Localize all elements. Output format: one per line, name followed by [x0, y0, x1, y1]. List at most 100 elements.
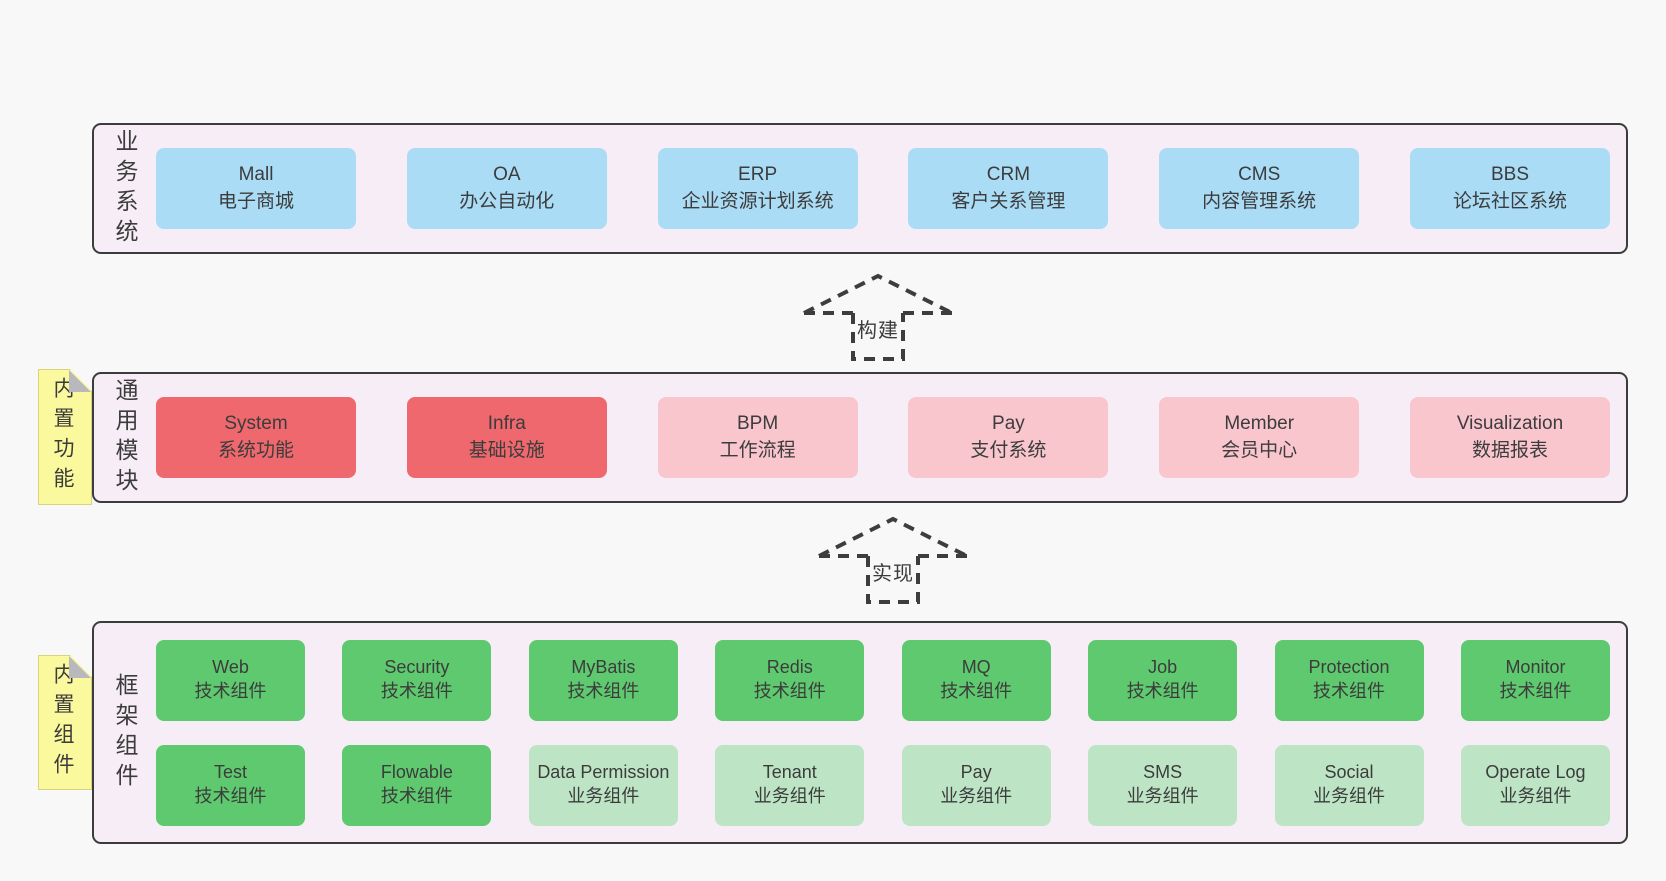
- box-title: Flowable: [380, 762, 453, 783]
- box-subtitle: 技术组件: [1313, 681, 1386, 701]
- box-title: CMS: [1238, 164, 1281, 186]
- box-title: Security: [384, 657, 450, 678]
- box-title: CRM: [986, 164, 1031, 186]
- box-title: Social: [1324, 762, 1374, 783]
- box-protection: Protection 技术组件: [1274, 639, 1424, 721]
- box-pay: Pay 支付系统: [908, 397, 1109, 478]
- box-pay: Pay 业务组件: [901, 744, 1051, 826]
- box-subtitle: 业务组件: [940, 786, 1013, 806]
- tier-business-systems: 业务系统 Mall 电子商城 OA 办公自动化 ERP 企业资源计划系统 CRM 客户关系管理…: [92, 123, 1628, 254]
- box-subtitle: 数据报表: [1471, 439, 1548, 461]
- module-row: Mall 电子商城 OA 办公自动化 ERP 企业资源计划系统 CRM 客户关系管理 CMS 内容…: [156, 148, 1610, 229]
- box-title: Operate Log: [1485, 762, 1586, 783]
- box-tenant: Tenant 业务组件: [715, 744, 865, 826]
- box-title: BPM: [737, 413, 779, 435]
- box-mybatis: MyBatis 技术组件: [528, 639, 678, 721]
- box-title: Job: [1148, 657, 1178, 678]
- box-title: Mall: [238, 164, 274, 186]
- folded-corner-icon: [69, 370, 91, 392]
- box-visualization: Visualization 数据报表: [1409, 397, 1610, 478]
- box-social: Social 业务组件: [1274, 744, 1424, 826]
- arrow-label: 实现: [870, 557, 916, 586]
- box-subtitle: 系统功能: [217, 439, 294, 461]
- box-title: Pay: [992, 413, 1025, 435]
- box-title: Web: [212, 657, 249, 678]
- box-title: Infra: [487, 413, 526, 435]
- box-title: Protection: [1308, 657, 1390, 678]
- sticky-note-builtin-components: 内置组件: [38, 655, 92, 790]
- box-subtitle: 支付系统: [970, 439, 1047, 461]
- box-subtitle: 技术组件: [753, 681, 826, 701]
- box-subtitle: 工作流程: [719, 439, 796, 461]
- box-erp: ERP 企业资源计划系统: [657, 148, 858, 229]
- box-title: Tenant: [762, 762, 817, 783]
- box-subtitle: 客户关系管理: [951, 190, 1066, 212]
- box-cms: CMS 内容管理系统: [1159, 148, 1360, 229]
- box-web: Web 技术组件: [156, 639, 305, 721]
- box-redis: Redis 技术组件: [715, 639, 865, 721]
- box-title: ERP: [738, 164, 778, 186]
- tier-label-business-systems: 业务系统: [112, 128, 138, 249]
- box-title: OA: [493, 164, 521, 186]
- box-infra: Infra 基础设施: [406, 397, 607, 478]
- box-crm: CRM 客户关系管理: [908, 148, 1109, 229]
- box-subtitle: 论坛社区系统: [1452, 190, 1567, 212]
- box-title: Redis: [766, 657, 813, 678]
- box-bpm: BPM 工作流程: [657, 397, 858, 478]
- tier-label-common-modules: 通用模块: [112, 377, 138, 498]
- box-subtitle: 电子商城: [217, 190, 294, 212]
- box-subtitle: 技术组件: [1499, 681, 1572, 701]
- box-title: MQ: [961, 657, 991, 678]
- box-subtitle: 会员中心: [1221, 439, 1298, 461]
- box-mq: MQ 技术组件: [901, 639, 1051, 721]
- box-title: Member: [1224, 413, 1295, 435]
- folded-corner-icon: [69, 656, 91, 678]
- box-operate-log: Operate Log 业务组件: [1460, 744, 1610, 826]
- box-title: Pay: [960, 762, 992, 783]
- arrow-implement: 实现: [813, 515, 973, 607]
- box-subtitle: 业务组件: [753, 786, 826, 806]
- box-subtitle: 技术组件: [380, 681, 453, 701]
- sticky-note-builtin-features: 内置功能: [38, 369, 92, 505]
- box-subtitle: 内容管理系统: [1202, 190, 1317, 212]
- tier-boxes-area: Mall 电子商城 OA 办公自动化 ERP 企业资源计划系统 CRM 客户关系管理 CMS 内容…: [156, 125, 1626, 252]
- box-subtitle: 技术组件: [940, 681, 1013, 701]
- sticky-note-label: 内置功能: [51, 377, 74, 497]
- box-subtitle: 业务组件: [1126, 786, 1199, 806]
- box-subtitle: 技术组件: [194, 681, 267, 701]
- dashed-up-arrow-icon: [803, 273, 953, 361]
- box-subtitle: 办公自动化: [459, 190, 555, 212]
- box-subtitle: 业务组件: [567, 786, 640, 806]
- box-title: Data Permission: [537, 762, 670, 783]
- box-subtitle: 技术组件: [194, 786, 267, 806]
- box-member: Member 会员中心: [1159, 397, 1360, 478]
- box-security: Security 技术组件: [342, 639, 492, 721]
- box-bbs: BBS 论坛社区系统: [1409, 148, 1610, 229]
- arrow-label: 构建: [855, 314, 901, 343]
- box-title: MyBatis: [571, 657, 636, 678]
- box-subtitle: 技术组件: [380, 786, 453, 806]
- box-title: SMS: [1143, 762, 1183, 783]
- box-subtitle: 企业资源计划系统: [681, 190, 834, 212]
- box-data-permission: Data Permission 业务组件: [528, 744, 678, 826]
- box-sms: SMS 业务组件: [1088, 744, 1238, 826]
- box-title: BBS: [1490, 164, 1529, 186]
- tier-label-framework-components: 框架组件: [112, 672, 138, 793]
- box-subtitle: 技术组件: [567, 681, 640, 701]
- box-subtitle: 业务组件: [1499, 786, 1572, 806]
- box-title: Visualization: [1456, 413, 1564, 435]
- box-subtitle: 业务组件: [1313, 786, 1386, 806]
- box-oa: OA 办公自动化: [406, 148, 607, 229]
- box-subtitle: 基础设施: [468, 439, 545, 461]
